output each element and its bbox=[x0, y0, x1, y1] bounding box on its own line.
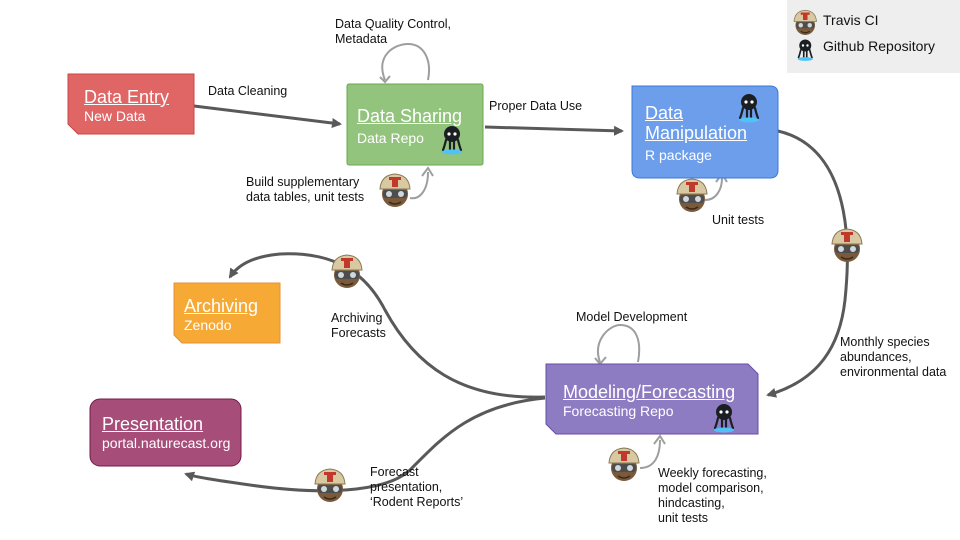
data-entry-box[interactable]: Data Entry New Data bbox=[84, 87, 169, 125]
travis-ci-icon bbox=[608, 447, 640, 482]
data-sharing-subtitle: Data Repo bbox=[357, 130, 424, 146]
loop-unit-tests bbox=[704, 177, 723, 201]
travis-ci-icon bbox=[831, 228, 863, 263]
loop-weekly-head bbox=[653, 434, 666, 445]
archiving-title[interactable]: Archiving bbox=[184, 296, 259, 316]
github-octocat-icon bbox=[796, 38, 814, 62]
legend-travis-label: Travis CI bbox=[823, 12, 879, 28]
travis-ci-icon bbox=[314, 468, 346, 503]
archiving-forecasts-label: Archiving Forecasts bbox=[331, 311, 386, 341]
modeling-title[interactable]: Modeling/Forecasting bbox=[563, 382, 736, 402]
loop-data-qc bbox=[381, 42, 430, 81]
weekly-line2: model comparison, bbox=[658, 481, 764, 495]
qc-line2: Metadata bbox=[335, 32, 388, 46]
legend-icons bbox=[793, 9, 818, 62]
archiving-line2: Forecasts bbox=[331, 326, 386, 340]
monthly-line1: Monthly species bbox=[840, 335, 930, 349]
data-entry-subtitle: New Data bbox=[84, 108, 146, 124]
presentation-subtitle: portal.naturecast.org bbox=[102, 435, 231, 451]
data-entry-title[interactable]: Data Entry bbox=[84, 87, 170, 107]
modeling-box[interactable]: Modeling/Forecasting Forecasting Repo bbox=[563, 382, 735, 420]
fp-line3: ‘Rodent Reports’ bbox=[370, 495, 464, 509]
data-entry-box-shape bbox=[67, 73, 195, 135]
build-tables-label: Build supplementary data tables, unit te… bbox=[246, 175, 364, 205]
archiving-line1: Archiving bbox=[331, 311, 383, 325]
arrow-manipulation-to-modeling bbox=[766, 129, 849, 398]
forecast-presentation-label: Forecast presentation, ‘Rodent Reports’ bbox=[370, 465, 463, 510]
data-quality-control-label: Data Quality Control, Metadata bbox=[335, 17, 451, 47]
travis-ci-icon bbox=[379, 173, 411, 208]
loop-build-head bbox=[421, 166, 434, 177]
fp-line1: Forecast bbox=[370, 465, 419, 479]
presentation-box[interactable]: Presentation portal.naturecast.org bbox=[102, 414, 230, 452]
archiving-box-shape bbox=[173, 282, 281, 344]
travis-ci-icon bbox=[793, 9, 818, 36]
fp-line2: presentation, bbox=[370, 480, 443, 494]
loop-build bbox=[409, 171, 429, 200]
unit-tests-label: Unit tests bbox=[712, 213, 765, 227]
data-manipulation-box[interactable]: Data Manipulation R package bbox=[645, 103, 747, 164]
arrow-modeling-to-archiving bbox=[228, 252, 546, 399]
archiving-subtitle: Zenodo bbox=[184, 317, 232, 333]
weekly-line3: hindcasting, bbox=[658, 496, 725, 510]
presentation-box-shape bbox=[89, 398, 242, 467]
modeling-box-shape bbox=[545, 363, 759, 435]
presentation-title[interactable]: Presentation bbox=[102, 414, 204, 434]
data-manipulation-title-line1[interactable]: Data bbox=[645, 103, 684, 123]
data-cleaning-label: Data Cleaning bbox=[208, 84, 288, 98]
travis-ci-icon bbox=[331, 254, 363, 289]
legend: Travis CI Github Repository bbox=[787, 0, 960, 73]
build-line1: Build supplementary bbox=[246, 175, 360, 189]
legend-github-label: Github Repository bbox=[823, 38, 936, 54]
travis-ci-icon bbox=[676, 178, 708, 213]
weekly-line4: unit tests bbox=[658, 511, 709, 525]
loop-data-qc-head bbox=[379, 75, 391, 84]
loop-model-dev bbox=[597, 323, 641, 363]
proper-data-use-label: Proper Data Use bbox=[489, 99, 583, 113]
weekly-line1: Weekly forecasting, bbox=[658, 466, 767, 480]
monthly-line2: abundances, bbox=[840, 350, 912, 364]
data-manipulation-title-line2[interactable]: Manipulation bbox=[645, 123, 748, 143]
model-development-label: Model Development bbox=[576, 310, 688, 324]
data-sharing-box[interactable]: Data Sharing Data Repo bbox=[357, 106, 462, 147]
monthly-species-label: Monthly species abundances, environmenta… bbox=[840, 335, 946, 380]
arrow-modeling-to-presentation bbox=[184, 396, 546, 493]
data-manipulation-box-shape bbox=[631, 85, 779, 179]
weekly-forecasting-label: Weekly forecasting, model comparison, hi… bbox=[658, 466, 767, 526]
monthly-line3: environmental data bbox=[840, 365, 947, 379]
modeling-subtitle: Forecasting Repo bbox=[563, 403, 674, 419]
data-sharing-title[interactable]: Data Sharing bbox=[357, 106, 463, 126]
arrow-sharing-to-manipulation bbox=[484, 125, 624, 136]
data-manipulation-subtitle: R package bbox=[645, 147, 712, 163]
qc-line1: Data Quality Control, bbox=[335, 17, 452, 31]
build-line2: data tables, unit tests bbox=[246, 190, 365, 204]
loop-weekly bbox=[639, 439, 661, 469]
archiving-box[interactable]: Archiving Zenodo bbox=[184, 296, 258, 334]
arrow-entry-to-sharing bbox=[193, 104, 342, 128]
